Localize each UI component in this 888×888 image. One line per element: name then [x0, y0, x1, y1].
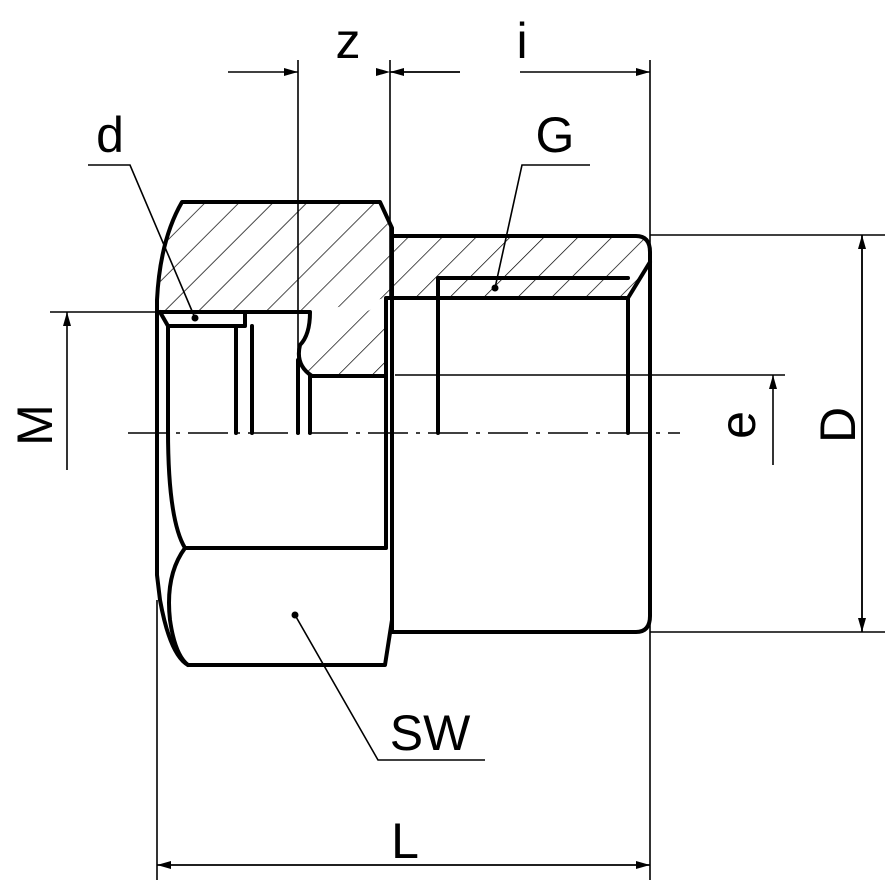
label-L: L	[391, 813, 419, 869]
extension-lines	[50, 60, 885, 880]
label-G: G	[536, 107, 575, 163]
label-i: i	[516, 13, 527, 69]
label-SW: SW	[390, 705, 471, 761]
label-D: D	[810, 407, 866, 443]
label-M: M	[7, 404, 63, 446]
label-d: d	[96, 107, 124, 163]
leader-lines	[88, 164, 590, 761]
hatched-section	[158, 202, 650, 376]
label-e: e	[710, 411, 766, 439]
dimension-lines	[63, 68, 866, 869]
body-outline	[155, 200, 652, 667]
label-z: z	[336, 13, 361, 69]
